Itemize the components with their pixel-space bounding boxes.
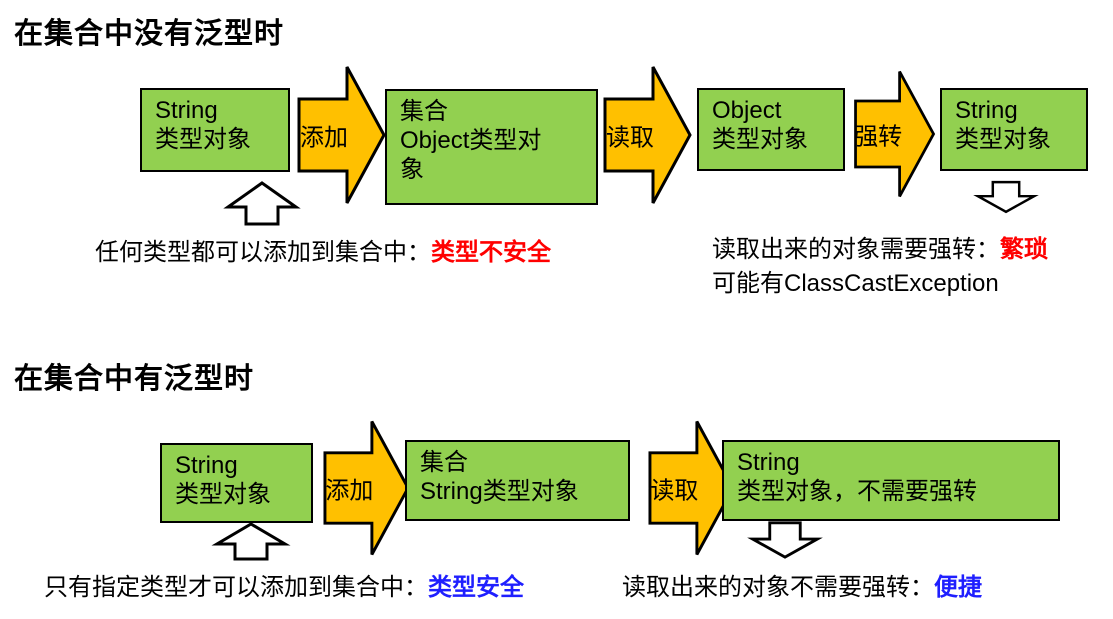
box-collection-object: 集合 Object类型对 象 [385,89,598,205]
box-string-result-2: String 类型对象，不需要强转 [722,440,1060,521]
note-unsafe-highlight: 类型不安全 [431,240,551,266]
arrow-cast-label: 强转 [854,124,903,151]
note-convenient-highlight: 便捷 [934,575,982,601]
note-cast-highlight: 繁琐 [1000,237,1048,263]
arrow-read-1-label: 读取 [606,125,654,152]
down-arrow-icon [973,177,1039,217]
note-cast-text: 读取出来的对象需要强转： [712,237,1000,263]
note-classcastexception: 可能有ClassCastException [712,270,999,297]
arrow-read-1: 读取 [603,62,693,208]
box-string-source-2: String 类型对象 [160,443,313,523]
note-safe-highlight: 类型安全 [428,575,524,601]
note-unsafe-text: 任何类型都可以添加到集合中： [95,240,431,266]
right-block-arrow-icon [297,66,386,204]
right-block-arrow-icon [854,70,936,198]
note-safe: 只有指定类型才可以添加到集合中：类型安全 [44,572,524,605]
arrow-cast: 强转 [853,67,937,201]
note-convenient: 读取出来的对象不需要强转：便捷 [622,572,982,605]
note-convenient-text: 读取出来的对象不需要强转： [622,575,934,601]
right-block-arrow-icon [323,420,410,556]
down-arrow-icon [742,520,828,560]
arrow-add-2-label: 添加 [325,478,374,505]
note-cast-needed: 读取出来的对象需要强转：繁琐 可能有ClassCastException [712,234,1048,301]
right-block-arrow-icon [648,420,735,556]
arrow-read-2-label: 读取 [650,478,699,505]
note-unsafe: 任何类型都可以添加到集合中：类型不安全 [95,237,551,270]
section1-title: 在集合中没有泛型时 [14,18,285,50]
arrow-add-1-label: 添加 [300,125,348,152]
arrow-add-2: 添加 [323,415,411,561]
box-string-source-1: String 类型对象 [140,88,290,172]
right-block-arrow-icon [603,66,692,204]
up-arrow-icon [210,521,292,562]
note-safe-text: 只有指定类型才可以添加到集合中： [44,575,428,601]
box-collection-string: 集合 String类型对象 [405,440,630,521]
arrow-read-2: 读取 [648,415,736,561]
box-string-result-1: String 类型对象 [940,88,1088,171]
box-object-result: Object 类型对象 [697,88,845,171]
arrow-add-1: 添加 [297,62,387,208]
section2-title: 在集合中有泛型时 [14,363,255,395]
up-arrow-icon [222,180,302,227]
